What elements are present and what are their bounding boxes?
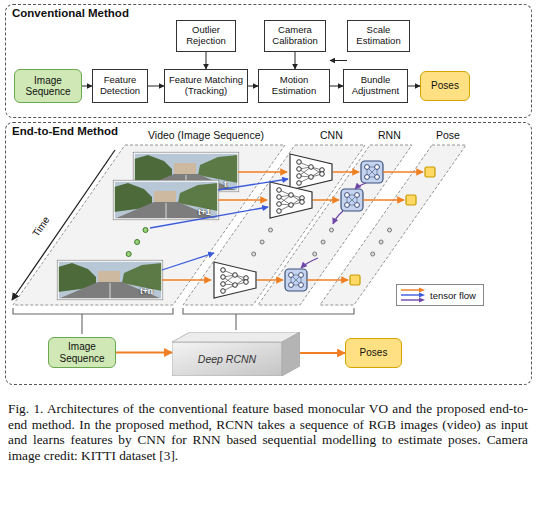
camera-frame bbox=[113, 180, 219, 220]
legend-arrowhead bbox=[419, 293, 425, 298]
legend-box: tensor flow bbox=[396, 284, 484, 306]
legend-line bbox=[401, 289, 420, 290]
box-label: Poses bbox=[431, 80, 459, 91]
flow-arrow bbox=[330, 60, 347, 61]
box-label: Bundle Adjustment bbox=[346, 75, 405, 96]
panel-box: End-to-End MethodImage Sequence Deep RCNN… bbox=[5, 122, 532, 385]
frame-label: t+n bbox=[140, 286, 153, 296]
flow-arrow bbox=[82, 86, 92, 87]
box-face bbox=[282, 332, 300, 376]
process-box: Scale Estimation bbox=[347, 20, 410, 52]
lane-label: RNN bbox=[378, 129, 401, 141]
process-box: Feature Matching (Tracking) bbox=[164, 69, 248, 103]
legend-arrowhead bbox=[419, 288, 425, 293]
process-box: Bundle Adjustment bbox=[343, 69, 408, 103]
box-face bbox=[172, 332, 300, 342]
process-box: Motion Estimation bbox=[258, 69, 330, 103]
box-label: Poses bbox=[360, 347, 388, 358]
model-box: Deep RCNN bbox=[172, 332, 300, 376]
rnn-icon bbox=[361, 161, 383, 183]
lane-label: Video (Image Sequence) bbox=[148, 129, 264, 141]
panel-heading: Conventional Method bbox=[12, 7, 129, 19]
cnn-icon bbox=[270, 182, 312, 218]
flow-arrow bbox=[408, 86, 420, 87]
flow-arrow bbox=[116, 351, 172, 353]
recurrent-arrow bbox=[301, 183, 366, 268]
panel-heading: End-to-End Method bbox=[12, 125, 118, 137]
box-label: Image Sequence bbox=[17, 75, 79, 97]
frame-label: t bbox=[224, 179, 227, 189]
legend-line bbox=[401, 299, 420, 300]
bracket bbox=[13, 308, 354, 334]
time-label: Time bbox=[30, 214, 51, 238]
sequence-dots bbox=[126, 228, 391, 257]
output-box: Poses bbox=[345, 338, 402, 368]
flow-arrow bbox=[300, 352, 345, 354]
cnn-icon bbox=[290, 154, 332, 190]
lane-label: CNN bbox=[320, 129, 343, 141]
rnn-icon bbox=[285, 269, 307, 291]
legend-line bbox=[401, 294, 420, 295]
legend-arrowhead bbox=[419, 298, 425, 303]
output-box: Poses bbox=[420, 71, 470, 101]
input-box: Image Sequence bbox=[48, 337, 116, 368]
flow-arrow bbox=[206, 52, 207, 69]
legend-row: tensor flow bbox=[400, 286, 476, 304]
lane-label: Pose bbox=[436, 129, 460, 141]
pose-icon bbox=[425, 167, 435, 177]
tensor-arrow bbox=[162, 172, 423, 280]
pose-lane bbox=[320, 145, 466, 305]
box-label: Deep RCNN bbox=[172, 342, 282, 376]
box-label: Motion Estimation bbox=[261, 75, 327, 96]
panel-box: Conventional MethodOutlier Rejection Came… bbox=[5, 4, 532, 118]
legend-label: tensor flow bbox=[430, 290, 476, 301]
rnn-icon bbox=[341, 189, 363, 211]
pose-icon bbox=[406, 195, 416, 205]
pair-arrow bbox=[150, 179, 288, 270]
box-label: Scale Estimation bbox=[350, 25, 407, 46]
box-label: Outlier Rejection bbox=[179, 25, 233, 46]
process-box: Outlier Rejection bbox=[176, 20, 236, 52]
camera-frame bbox=[57, 260, 163, 300]
box-face bbox=[172, 342, 282, 376]
flow-arrow bbox=[330, 86, 343, 87]
box-label: Feature Matching (Tracking) bbox=[167, 75, 245, 96]
box-label: Feature Detection bbox=[95, 75, 145, 96]
pose-icon bbox=[350, 275, 360, 285]
legend-sample bbox=[400, 286, 426, 304]
flow-arrow bbox=[248, 86, 258, 87]
box-label: Image Sequence bbox=[51, 341, 113, 363]
lane bbox=[13, 145, 466, 305]
flow-arrow bbox=[148, 86, 164, 87]
process-box: Camera Calibration bbox=[264, 20, 326, 52]
cnn-icon bbox=[214, 262, 256, 298]
flow-arrow bbox=[295, 52, 296, 69]
input-box: Image Sequence bbox=[14, 69, 82, 103]
frame-label: t+1 bbox=[198, 207, 211, 217]
figure-caption: Fig. 1. Architectures of the conventiona… bbox=[8, 401, 528, 463]
process-box: Feature Detection bbox=[92, 69, 148, 103]
box-label: Camera Calibration bbox=[267, 25, 323, 46]
